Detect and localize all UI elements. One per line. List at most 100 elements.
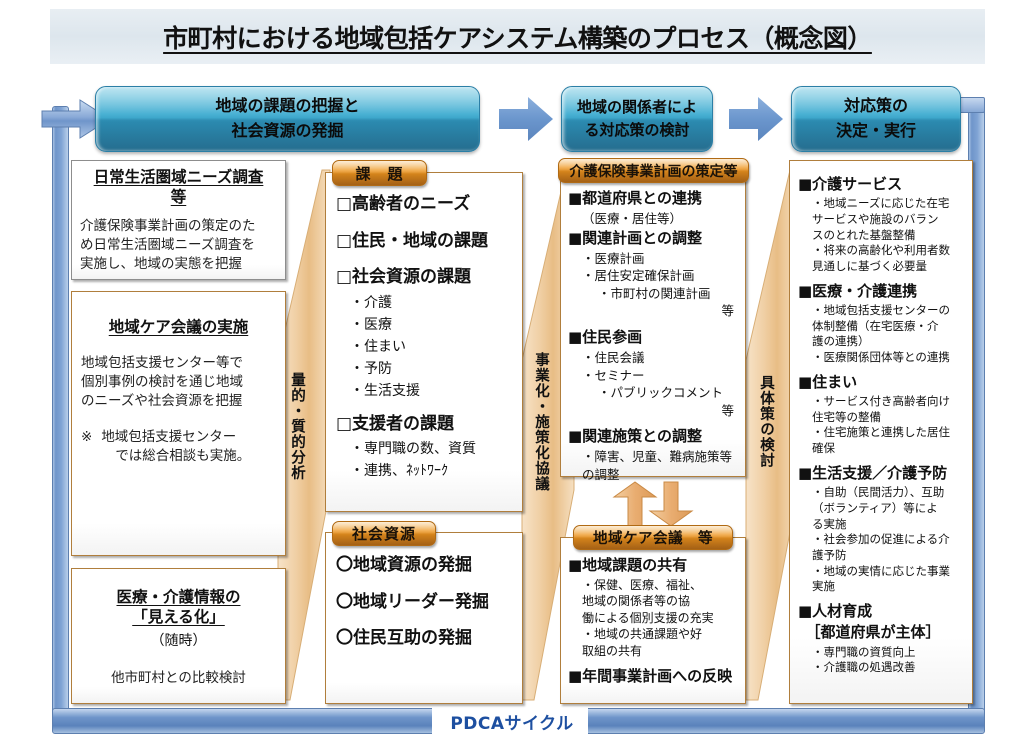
card-ccm-note-2: では総合相談も実施。 [115,448,251,465]
list-item: ・連携、ﾈｯﾄﾜｰｸ [350,463,448,479]
list-item: ■人材育成 [798,602,873,621]
list-item: ■住まい [798,372,858,391]
list-item: ■都道府県との連携 [568,189,703,207]
list-gap [336,617,516,626]
tab-social-resources: 社会資源 [332,521,436,546]
list-item: ■生活支援／介護予防 [798,463,948,482]
card-visualization: 医療・介護情報の 「見える化」 （随時） 他市町村との比較検討 [71,568,286,704]
list-item: 見通しに基づく必要量 [812,259,927,274]
list-item: 護予防 [812,547,847,562]
bidirectional-arrows [612,481,694,527]
list-item: ・地域包括支援センターの [812,302,950,317]
list-item: □支援者の課題 [336,413,455,434]
list-item: ■関連計画との調整 [568,228,703,247]
list-item: ・医療関係団体等との連携 [812,350,950,365]
list-item: ・将来の高齢化や利用者数 [812,243,950,258]
list-item: スのとれた基盤整備 [812,227,916,242]
list-item: ・セミナー [582,367,645,383]
list-item: ・地域の共通課題や好 [582,627,703,642]
tab-insurance-plan: 介護保険事業計画の策定等 [558,158,749,183]
title-band: 市町村における地域包括ケアシステム構築のプロセス（概念図） [50,9,985,64]
list-item: □住民・地域の課題 [336,230,489,251]
list-gap [798,275,967,282]
list-item: □社会資源の課題 [336,267,472,287]
list-item: ・サービス付き高齢者向け [812,394,950,409]
list-item: 実施 [812,579,835,594]
card-ccm-note-1: 地域包括支援センター [101,429,237,446]
card-community-care-meeting: 地域ケア会議の実施 地域包括支援センター等で 個別事例の検討を通じ地域 のニーズ… [71,291,286,556]
pdca-label-mask [432,708,588,734]
phase-box-2: 地域の関係者によ る対応策の検討 [561,86,713,152]
list-item: ・医療 [350,316,392,333]
list-item: 等 [721,303,734,319]
list-item: ［都道府県が主体］ [798,623,941,642]
list-item: □高齢者のニーズ [336,194,471,214]
list-item: 等 [721,402,734,418]
list-item: ・保健、医療、福祉、 [582,577,703,592]
card-insurance-plan-list: ■都道府県との連携（医療・居住等）■関連計画との調整・医療計画・居住安定確保計画… [561,171,745,484]
list-gap [336,220,516,229]
list-gap [568,660,740,667]
list-item: 住宅等の整備 [812,409,881,424]
card-community-care-meeting-title: 地域ケア会議の実施 [108,318,249,336]
card-visualization-title-1: 医療・介護情報の [116,588,241,606]
list-item: ■地域課題の共有 [568,556,688,574]
card-needs-survey-body-2: め日常生活圏域ニーズ調査を [80,236,255,253]
list-item: ・パブリックコメント [598,385,724,401]
list-gap [568,420,740,427]
phase-2-line-1: 地域の関係者によ [576,97,697,116]
list-gap [798,366,967,373]
connector-label-3: 具体策の検討 [757,375,774,468]
list-gap [798,595,967,602]
list-item: ・介護職の処遇改善 [812,660,916,675]
list-item: 〇住民互助の発掘 [336,628,472,648]
card-needs-survey-title-2: 等 [170,187,187,206]
list-item: ・居住安定確保計画 [582,268,695,284]
card-needs-survey-body-1: 介護保険事業計画の策定のた [80,217,256,234]
tab-community-care-meeting: 地域ケア会議 等 [573,525,733,550]
phase-3-line-2: 決定・実行 [835,121,916,140]
phase-2-line-2: る対応策の検討 [584,121,690,139]
list-gap [798,457,967,464]
card-ccm3-list: ■地域課題の共有・保健、医療、福祉、地域の関係者等の協働による個別支援の充実・地… [561,538,745,687]
connector-label-1: 量的・質的分析 [288,372,305,481]
list-item: ・専門職の数、資質 [350,441,476,457]
card-insurance-plan: ■都道府県との連携（医療・居住等）■関連計画との調整・医療計画・居住安定確保計画… [560,170,746,482]
list-item: ・医療計画 [582,250,645,266]
card-needs-survey-title-1: 日常生活圏域ニーズ調査 [93,168,264,186]
card-measures-list: ■介護サービス・地域ニーズに応じた在宅サービスや施設のバランスのとれた基盤整備・… [790,161,972,675]
list-gap [336,581,516,590]
list-item: ・障害、児童、難病施策等 [582,449,733,465]
list-item: 〇地域リーダー発掘 [336,591,489,612]
connector-label-2: 事業化・施策化協議 [532,352,549,492]
list-item: 〇地域資源の発掘 [336,555,472,575]
list-item: ・予防 [350,360,392,377]
card-ccm-note-mark: ※ [81,429,93,446]
pdca-cycle-label: PDCAサイクル [450,713,574,734]
list-item: ・住まい [350,338,406,355]
list-item: ・住宅施策と連携した居住 [812,425,950,440]
tab-issues: 課 題 [332,160,427,186]
list-item: ・地域の実情に応じた事業 [812,563,950,578]
card-social-resources-list: 〇地域資源の発掘〇地域リーダー発掘〇住民互助の発掘 [326,533,522,652]
list-item: ■関連施策との調整 [568,427,703,446]
list-item: ■介護サービス [798,175,903,193]
list-item: ■年間事業計画への反映 [568,667,733,686]
card-needs-survey: 日常生活圏域ニーズ調査 等 介護保険事業計画の策定のた め日常生活圏域ニーズ調査… [71,160,286,280]
list-item: ・専門職の資質向上 [812,644,916,659]
card-ccm-body-3: のニーズや社会資源を把握 [81,393,243,410]
list-item: 取組の共有 [582,643,643,658]
card-ccm-body-2: 個別事例の検討を通じ地域 [81,373,243,390]
card-ccm-body-1: 地域包括支援センター等で [81,354,243,371]
list-item: ■住民参画 [568,328,643,346]
card-visualization-body: 他市町村との比較検討 [111,669,246,686]
phase-1-line-2: 社会資源の発掘 [231,121,344,140]
arrow-up-icon [612,481,658,527]
phase-box-3: 対応策の 決定・実行 [791,86,961,152]
card-community-care-meeting-3: ■地域課題の共有・保健、医療、福祉、地域の関係者等の協働による個別支援の充実・地… [560,537,746,704]
card-visualization-subtitle: （随時） [150,632,207,649]
list-item: （ボランティア）等によ [812,500,938,515]
card-issues-list: □高齢者のニーズ□住民・地域の課題□社会資源の課題・介護・医療・住まい・予防・生… [326,173,522,482]
card-visualization-title-2: 「見える化」 [132,607,225,626]
list-item: 確保 [812,441,835,456]
